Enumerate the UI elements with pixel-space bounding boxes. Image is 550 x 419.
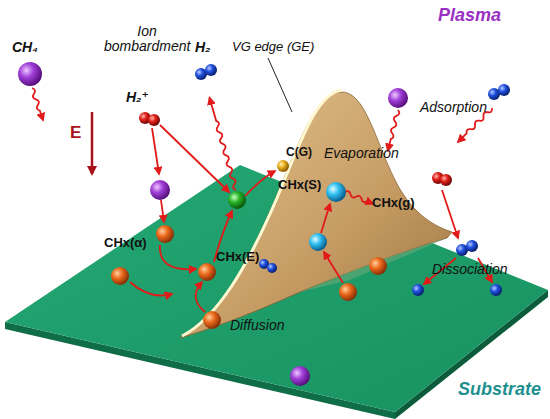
surface-radical-sphere xyxy=(326,182,346,202)
part-label: VG edge (GE) xyxy=(232,40,314,54)
hydrogen-atom xyxy=(440,174,452,186)
edge-radical-sphere xyxy=(228,191,246,209)
species-label: CHx(S) xyxy=(278,178,321,192)
leader-line xyxy=(268,58,292,112)
radical-sphere xyxy=(369,257,387,275)
hydrogen-sphere xyxy=(466,240,478,252)
ion-sphere xyxy=(148,114,160,126)
field-label: E xyxy=(70,124,81,143)
methane-sphere xyxy=(388,88,408,108)
reaction-arrow xyxy=(160,245,196,269)
hydrogen-atom xyxy=(490,284,502,296)
hydrogen-sphere xyxy=(205,64,217,76)
process-label: Adsorption xyxy=(420,100,487,115)
process-label: Ion bombardment xyxy=(104,24,190,55)
region-label: Plasma xyxy=(438,6,501,26)
species-label: CHx(E) xyxy=(216,250,259,264)
radical-sphere xyxy=(203,311,221,329)
methane-sphere xyxy=(18,62,42,86)
radical-sphere xyxy=(111,267,129,285)
process-label: Diffusion xyxy=(230,318,284,333)
reaction-arrow xyxy=(130,282,172,296)
field-arrow xyxy=(91,112,94,174)
reaction-arrow xyxy=(196,282,205,312)
methane-sphere xyxy=(150,180,170,200)
reaction-arrow xyxy=(160,125,229,192)
wavy-arrow xyxy=(344,190,373,205)
radical-sphere xyxy=(339,283,357,301)
reaction-arrow xyxy=(442,190,458,238)
methane-sphere xyxy=(290,366,310,386)
reaction-arrow xyxy=(161,200,164,222)
species-label: CHx(g) xyxy=(372,196,415,210)
species-label: H₂⁺ xyxy=(126,90,149,105)
wavy-arrow xyxy=(386,110,400,152)
radical-sphere xyxy=(198,263,216,281)
process-label: Evaporation xyxy=(324,146,399,161)
species-label: CH₄ xyxy=(12,40,38,55)
species-label: H₂ xyxy=(195,40,210,55)
hydrogen-sphere xyxy=(498,84,510,96)
species-label: C(G) xyxy=(286,146,312,159)
vg-edge-highlight xyxy=(182,90,342,336)
process-label: Dissociation xyxy=(432,262,507,277)
hydrogen-atom xyxy=(412,284,424,296)
radical-sphere xyxy=(156,225,174,243)
reaction-arrow xyxy=(324,252,343,283)
surface-radical-sphere xyxy=(309,233,327,251)
wavy-arrow xyxy=(30,87,45,120)
reaction-arrow xyxy=(152,128,159,174)
reaction-arrow xyxy=(245,171,275,196)
region-label: Substrate xyxy=(458,380,541,400)
reaction-arrow xyxy=(321,204,330,233)
hydrogen-sphere xyxy=(267,263,277,273)
species-label: CHx(α) xyxy=(104,236,147,250)
carbon-sphere xyxy=(277,160,289,172)
